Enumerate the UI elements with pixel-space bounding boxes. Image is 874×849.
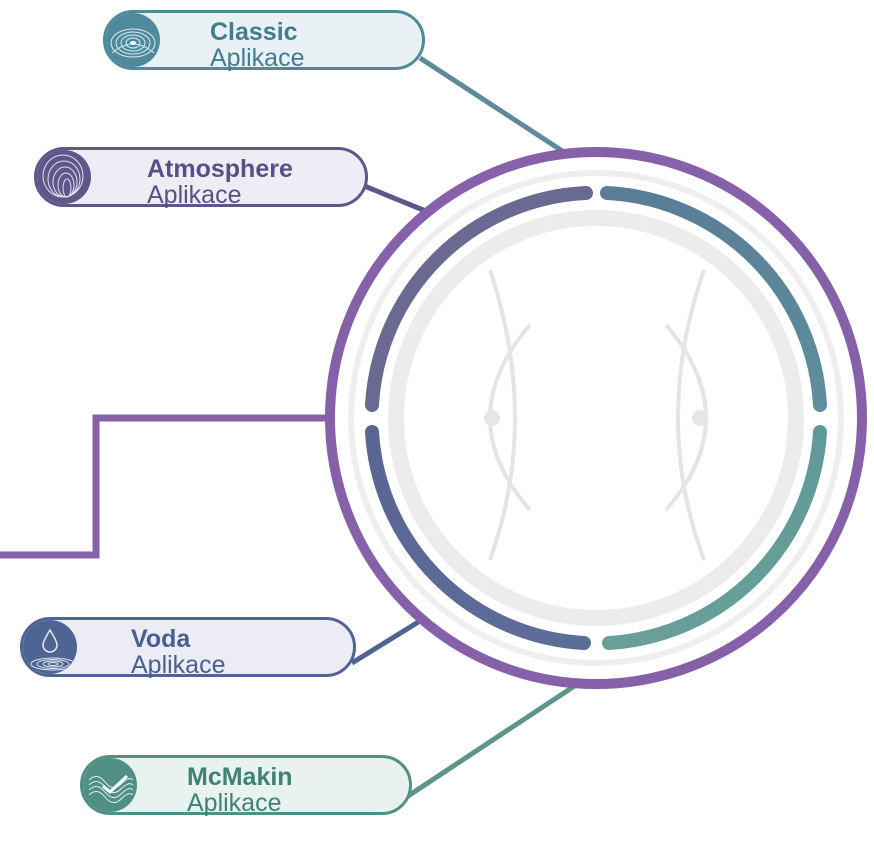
outer-ring xyxy=(325,147,867,689)
inner-light-ring-2 xyxy=(388,210,804,626)
app-name-classic: Classic xyxy=(210,18,298,46)
water-drop-icon xyxy=(23,620,77,674)
device-dot-left xyxy=(484,410,500,426)
device-rings xyxy=(325,147,867,689)
app-pill-classic[interactable]: Classic Aplikace xyxy=(103,10,425,73)
arc-classic xyxy=(600,186,827,412)
app-subtitle-voda: Aplikace xyxy=(131,651,226,680)
inner-light-ring xyxy=(348,170,844,666)
app-pill-atmosphere[interactable]: Atmosphere Aplikace xyxy=(34,147,368,210)
app-subtitle-classic: Aplikace xyxy=(210,44,305,73)
connector-device-main xyxy=(0,414,332,559)
app-pill-mcmakin[interactable]: McMakin Aplikace xyxy=(80,755,412,818)
app-pill-voda[interactable]: Voda Aplikace xyxy=(20,617,356,680)
app-subtitle-mcmakin: Aplikace xyxy=(187,789,282,818)
device-dot-right xyxy=(692,410,708,426)
arc-mcmakin xyxy=(602,425,827,650)
arc-atmosphere xyxy=(365,186,593,412)
app-name-atmosphere: Atmosphere xyxy=(147,155,293,183)
arc-voda xyxy=(365,425,591,650)
app-subtitle-atmosphere: Aplikace xyxy=(147,181,242,210)
nested-ovals-icon xyxy=(37,150,91,204)
app-name-voda: Voda xyxy=(131,625,191,653)
wave-checkmark-icon xyxy=(83,758,137,812)
device-body-outline xyxy=(488,269,708,561)
app-name-mcmakin: McMakin xyxy=(187,763,293,791)
ripple-ellipse-icon xyxy=(106,13,160,67)
